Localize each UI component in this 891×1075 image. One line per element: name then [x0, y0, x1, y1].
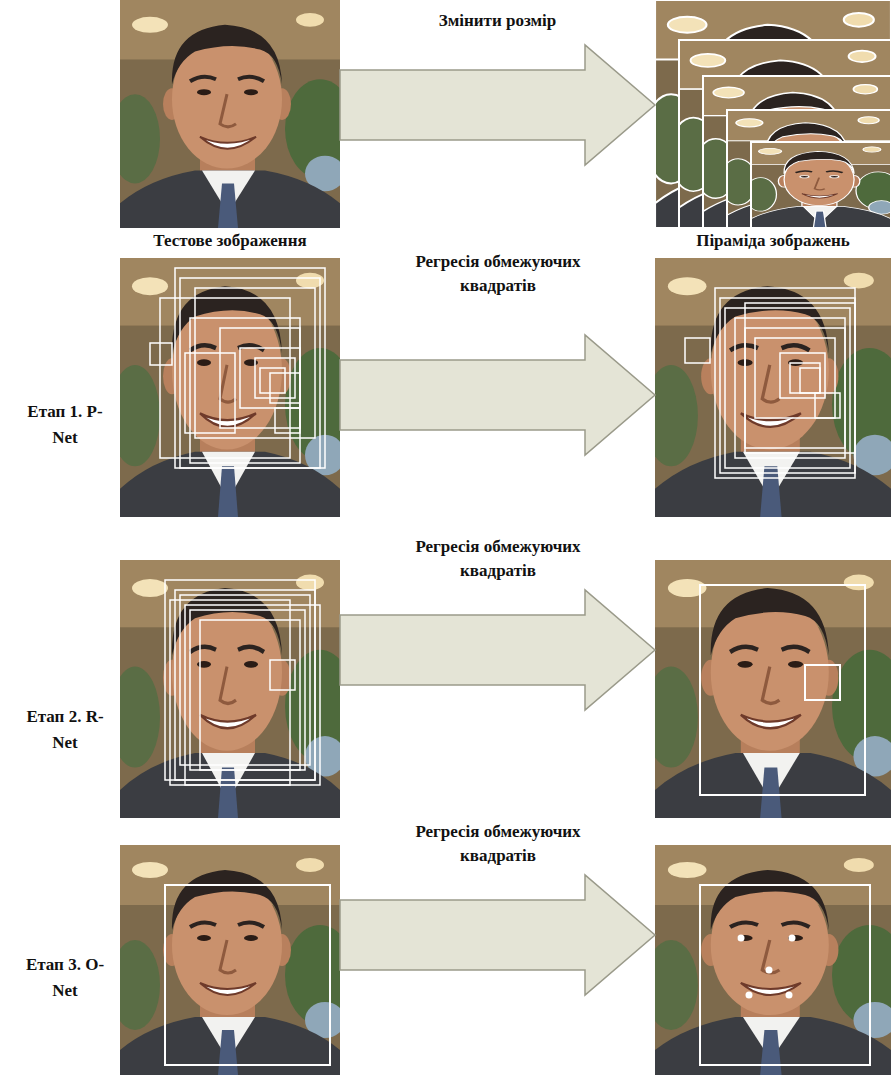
image-panel: Тестове зображення [120, 0, 340, 251]
stage2-output-photo [655, 560, 891, 818]
arrow-label: Регресія обмежуючих квадратів [398, 250, 598, 298]
stage-label: Етап 2. R-Net [22, 704, 108, 756]
pyramid-photos [655, 0, 891, 228]
stage3-input-photo [120, 845, 340, 1075]
stage1-input-photo [120, 258, 340, 517]
block-arrow [340, 45, 655, 165]
arrow-label: Регресія обмежуючих квадратів [398, 820, 598, 868]
stage-label: Етап 1. P-Net [22, 399, 108, 451]
stage3-output-photo [655, 845, 891, 1075]
image-caption: Піраміда зображень [655, 230, 891, 251]
stage1-output-photo [655, 258, 891, 517]
test-photo [120, 0, 340, 228]
image-panel: Піраміда зображень [655, 0, 891, 251]
image-caption: Тестове зображення [120, 230, 340, 251]
stage2-input-photo [120, 560, 340, 818]
arrow-label: Регресія обмежуючих квадратів [398, 535, 598, 583]
stage-label: Етап 3. O-Net [22, 952, 108, 1004]
arrow-label: Змінити розмір [340, 9, 655, 33]
